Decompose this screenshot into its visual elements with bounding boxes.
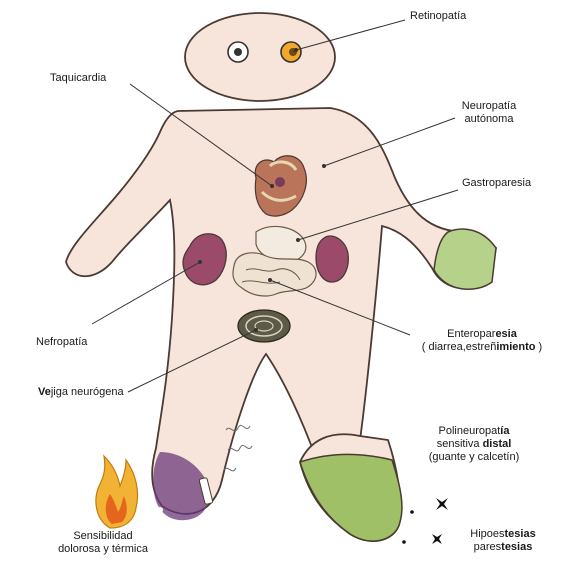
label-polineuropatia: Polineuropatía sensitiva distal (guante … [414,425,534,464]
bladder-icon [238,310,290,342]
label-neuropatia: Neuropatía autónoma [444,100,534,126]
label-sensibilidad: Sensibilidad dolorosa y térmica [28,530,178,556]
right-kidney-icon [316,236,348,282]
label-enteroparesia: Enteroparesia ( diarrea,estreñimiento ) [402,328,562,354]
label-taquicardia: Taquicardia [50,72,106,85]
sock [300,454,402,541]
label-retinopatia: Retinopatía [410,10,466,23]
left-eye-icon [228,42,248,62]
right-eye-icon [281,42,301,62]
label-vejiga: Vejiga neurógena [38,386,124,399]
numbness-marks-icon [402,498,448,544]
flame-icon [96,456,138,528]
label-nefropatia: Nefropatía [36,336,87,349]
head [185,13,335,101]
glove [434,229,496,289]
label-hipoestesias: Hipoestesias parestesias [458,528,548,554]
label-gastroparesia: Gastroparesia [462,177,531,190]
